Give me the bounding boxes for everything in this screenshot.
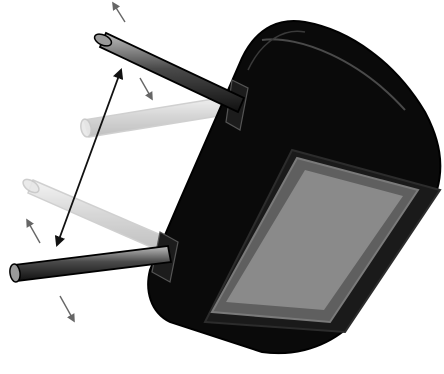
post-lower: [9, 246, 171, 283]
ghost-post-lower: [21, 177, 168, 252]
lower-post-down-arrow: [60, 296, 74, 321]
upper-post-down-arrow: [140, 78, 152, 99]
post-upper: [93, 32, 244, 112]
upper-post-up-arrow: [113, 3, 125, 22]
lower-post-up-arrow: [27, 220, 40, 243]
